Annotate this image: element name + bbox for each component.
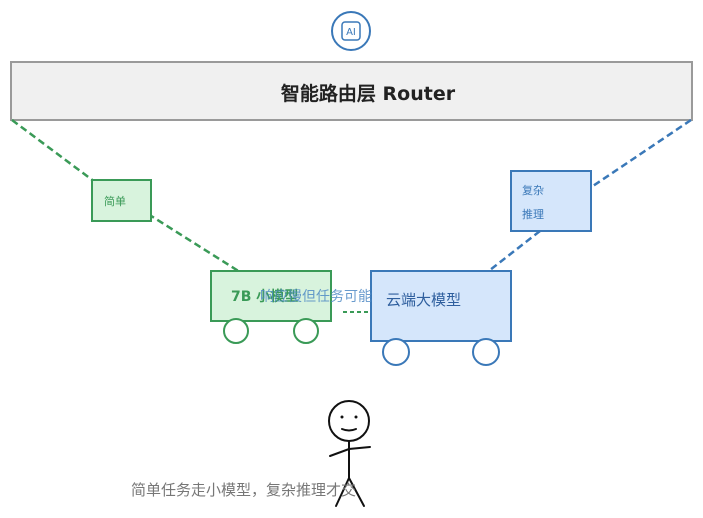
stick-figure-head bbox=[328, 400, 370, 442]
router-title: 智能路由层 Router bbox=[281, 82, 456, 105]
ai-icon: AI bbox=[331, 11, 371, 51]
router-layer: 智能路由层 Router bbox=[10, 61, 693, 121]
complex-label-line2: 推理 bbox=[522, 207, 544, 221]
small-model-wheel-left bbox=[223, 318, 249, 344]
stick-figure bbox=[328, 400, 371, 507]
cloud-model-label: 云端大模型 bbox=[386, 291, 461, 309]
cloud-model-wheel-right bbox=[472, 338, 500, 366]
simple-label-box: 简单 bbox=[91, 179, 152, 222]
simple-label: 简单 bbox=[104, 194, 126, 208]
small-model-cart: 7B 小模型 bbox=[210, 270, 332, 344]
ai-icon-text: AI bbox=[346, 27, 356, 38]
overlap-text: 响应慢但任务可能 bbox=[260, 288, 372, 305]
small-model-label: 7B 小模型 bbox=[231, 288, 298, 305]
cloud-model-cart: 云端大模型 bbox=[370, 270, 512, 366]
complex-label-box: 复杂 推理 bbox=[510, 170, 592, 232]
caption-fade bbox=[372, 476, 462, 504]
small-model-wheel-right bbox=[293, 318, 319, 344]
complex-route-edge bbox=[489, 118, 692, 271]
simple-route-edge bbox=[11, 118, 241, 274]
complex-label-line1: 复杂 bbox=[522, 183, 544, 197]
caption-text: 简单任务走小模型，复杂推理才交 bbox=[131, 481, 356, 499]
cloud-model-wheel-left bbox=[382, 338, 410, 366]
